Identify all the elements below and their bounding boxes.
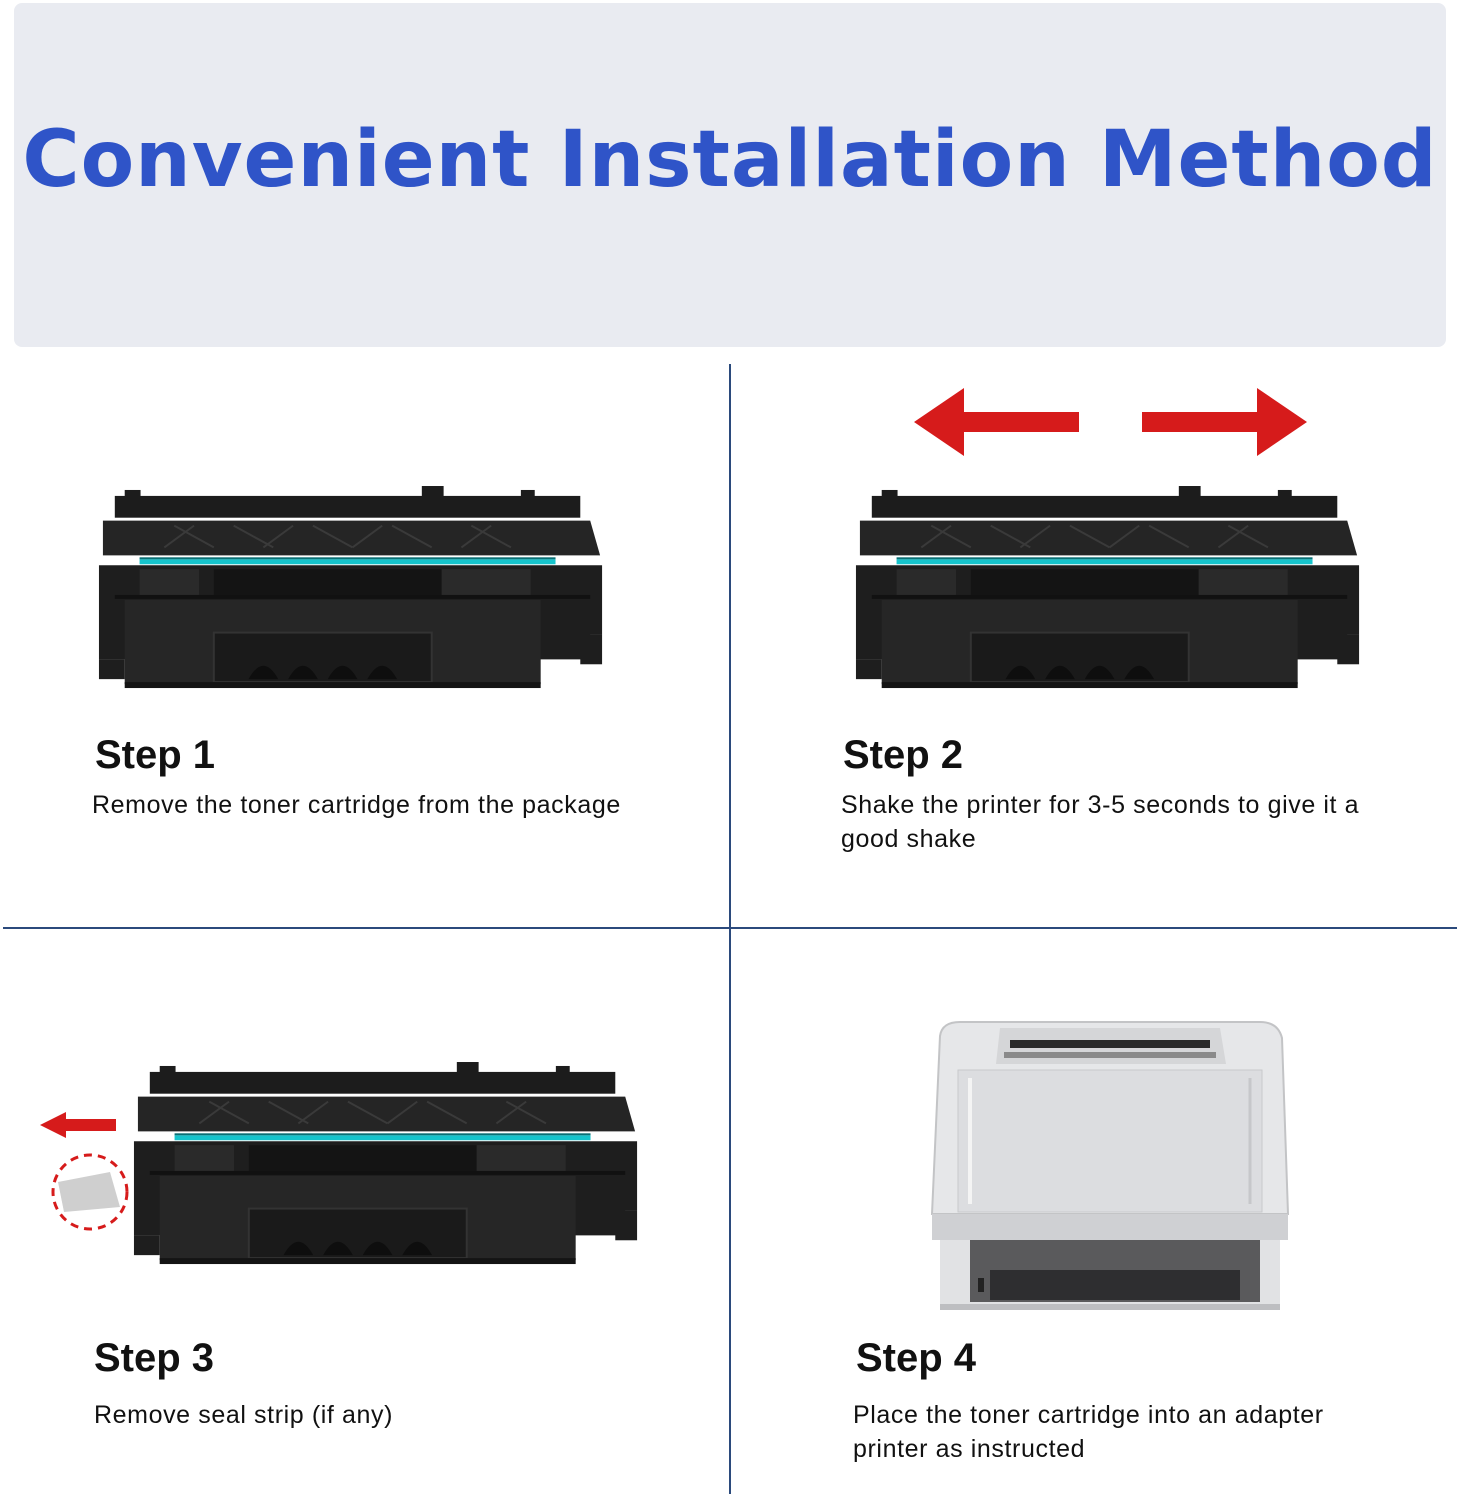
page-title: Convenient Installation Method [22, 115, 1438, 205]
toner-cartridge-icon [852, 486, 1367, 694]
arrow-left-icon [914, 388, 1079, 456]
step-2-title: Step 2 [843, 733, 964, 777]
step-2-description: Shake the printer for 3-5 seconds to giv… [841, 791, 1360, 853]
step-1-title: Step 1 [95, 733, 216, 777]
laser-printer-icon [930, 1021, 1290, 1310]
arrow-right-icon [1142, 388, 1307, 456]
toner-cartridge-icon [130, 1062, 645, 1270]
header-banner: Convenient Installation Method [14, 3, 1446, 347]
seal-strip-circle-icon [51, 1153, 129, 1231]
step-3-description: Remove seal strip (if any) [94, 1401, 394, 1429]
arrow-left-icon [40, 1112, 116, 1138]
vertical-divider [729, 364, 731, 1494]
horizontal-divider [3, 927, 1457, 929]
step-4-description: Place the toner cartridge into an adapte… [853, 1401, 1324, 1463]
step-1-description: Remove the toner cartridge from the pack… [92, 791, 621, 819]
step-3-title: Step 3 [94, 1336, 215, 1380]
step-4-title: Step 4 [856, 1336, 977, 1380]
toner-cartridge-icon [95, 486, 610, 694]
